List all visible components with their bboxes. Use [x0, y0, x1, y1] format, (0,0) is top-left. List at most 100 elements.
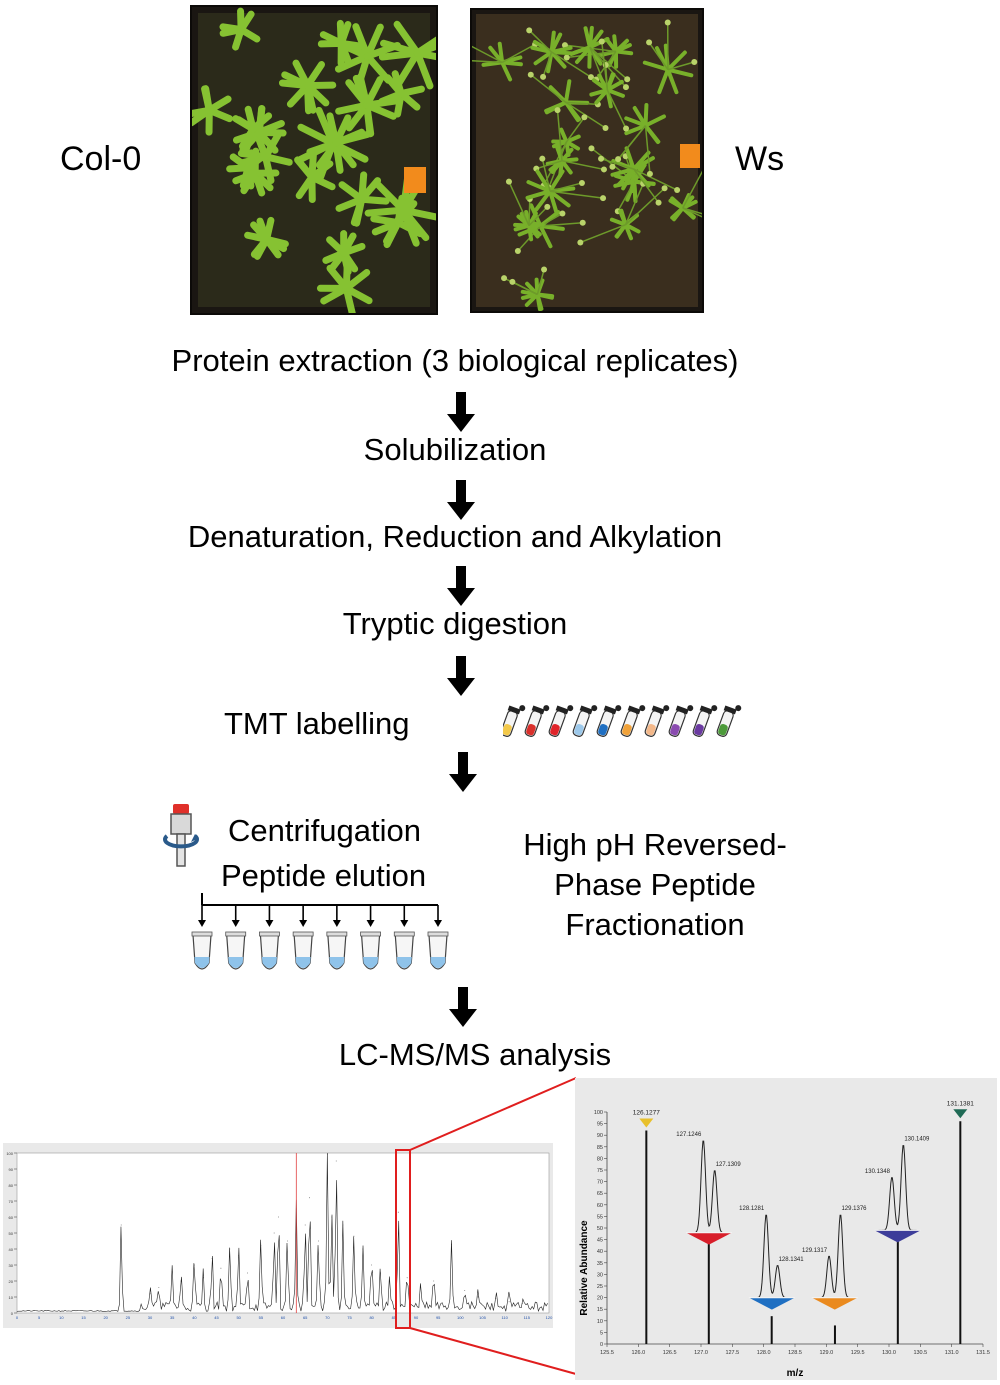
flower-bud — [541, 266, 548, 273]
spec-peak-marker — [953, 1109, 968, 1119]
fractionation-line-3: Fractionation — [565, 907, 745, 942]
chrom-peak — [371, 1264, 373, 1266]
flower-bud — [559, 210, 566, 217]
chrom-x-tick-label: 80 — [369, 1315, 374, 1320]
stem — [528, 206, 548, 227]
stem — [536, 160, 563, 170]
chrom-peak — [477, 1296, 479, 1298]
spec-x-tick-label: 128.5 — [788, 1350, 802, 1356]
fraction-arrow-head — [434, 920, 442, 927]
tmt-tube — [620, 705, 646, 737]
chrom-peak — [211, 1258, 213, 1259]
stem — [528, 198, 531, 226]
leaf — [255, 119, 285, 136]
leaf — [563, 79, 572, 105]
ws-plants-illustration — [472, 14, 702, 311]
tmt-tube — [692, 705, 718, 737]
spec-peak-label: 126.1277 — [633, 1110, 660, 1117]
leaf — [569, 45, 592, 56]
chrom-peak — [331, 1216, 333, 1218]
chrom-y-tick-label: 0 — [11, 1311, 14, 1316]
leaf — [623, 222, 634, 241]
zoom-box — [395, 1149, 411, 1329]
ws-plant-tray-image — [470, 8, 704, 313]
tray-tag — [680, 144, 700, 168]
spec-x-tick-label: 128.0 — [757, 1350, 771, 1356]
leaf — [370, 215, 402, 227]
chrom-y-tick-label: 30 — [9, 1263, 14, 1268]
leaf — [549, 50, 567, 69]
stem — [551, 51, 592, 78]
fraction-arrow-head — [198, 920, 206, 927]
leaf — [262, 153, 275, 184]
doublet-label: 128.1281 — [739, 1206, 765, 1212]
centrifugation-label: Centrifugation — [228, 813, 422, 848]
leaf — [624, 146, 636, 172]
leaf — [535, 169, 553, 194]
stem — [542, 51, 553, 78]
leaf — [526, 180, 553, 194]
leaf — [352, 23, 371, 60]
stem — [625, 187, 666, 226]
chrom-x-tick-label: 60 — [281, 1315, 286, 1320]
stem — [565, 101, 598, 106]
spec-y-tick-label: 65 — [597, 1191, 603, 1197]
stem — [633, 168, 678, 191]
down-arrow-icon — [447, 392, 475, 432]
tray-tag — [404, 167, 426, 193]
spec-y-tick-label: 40 — [597, 1249, 603, 1255]
spec-y-tick-label: 80 — [597, 1156, 603, 1162]
stem — [648, 41, 669, 71]
chrom-x-tick-label: 10 — [59, 1315, 64, 1320]
leaf — [538, 223, 565, 231]
leaf — [642, 60, 670, 72]
fraction-tube — [191, 931, 213, 970]
ws-label: Ws — [735, 140, 785, 178]
spec-y-tick-label: 95 — [597, 1122, 603, 1128]
chrom-peak — [522, 1303, 523, 1304]
stem — [472, 45, 503, 64]
flower-bud — [554, 107, 561, 114]
flower-bud — [623, 125, 630, 132]
fraction-arrow-head — [231, 920, 240, 927]
leaf — [680, 199, 698, 211]
spec-y-tick-label: 30 — [597, 1272, 603, 1278]
chrom-y-tick-label: 20 — [9, 1279, 14, 1284]
chrom-peak — [397, 1211, 399, 1213]
leaf — [589, 88, 610, 97]
leaf — [413, 49, 434, 90]
leaf — [342, 268, 371, 292]
leaf — [263, 235, 289, 248]
chrom-peak — [180, 1280, 182, 1282]
leaf — [363, 41, 401, 60]
stem — [667, 61, 695, 71]
chrom-x-tick-label: 120 — [546, 1315, 553, 1320]
leaf — [358, 177, 382, 203]
stem — [528, 29, 553, 53]
leaf — [394, 219, 424, 238]
spec-y-tick-label: 45 — [597, 1238, 603, 1244]
step-tmt-labelling: TMT labelling — [224, 706, 410, 741]
stem — [644, 125, 651, 174]
step-solubilization: Solubilization — [363, 432, 547, 467]
tmt-tube — [503, 705, 526, 737]
chrom-y-tick-label: 10 — [9, 1295, 14, 1300]
flower-bud — [661, 185, 668, 192]
chrom-peak — [464, 1290, 466, 1291]
flower-bud — [539, 155, 546, 162]
fraction-arrow-head — [299, 920, 308, 927]
tmt-tube — [716, 705, 742, 737]
stem — [512, 281, 538, 296]
chrom-peak — [380, 1272, 381, 1274]
flower-bud — [600, 195, 607, 202]
leaf — [315, 106, 337, 147]
stem — [580, 224, 626, 244]
doublet-label: 130.1409 — [904, 1136, 930, 1142]
leaf — [563, 100, 582, 122]
fraction-arrow-head — [332, 920, 341, 927]
chrom-x-tick-label: 0 — [16, 1315, 19, 1320]
tmt-tube — [548, 705, 574, 737]
leaf — [192, 106, 213, 118]
